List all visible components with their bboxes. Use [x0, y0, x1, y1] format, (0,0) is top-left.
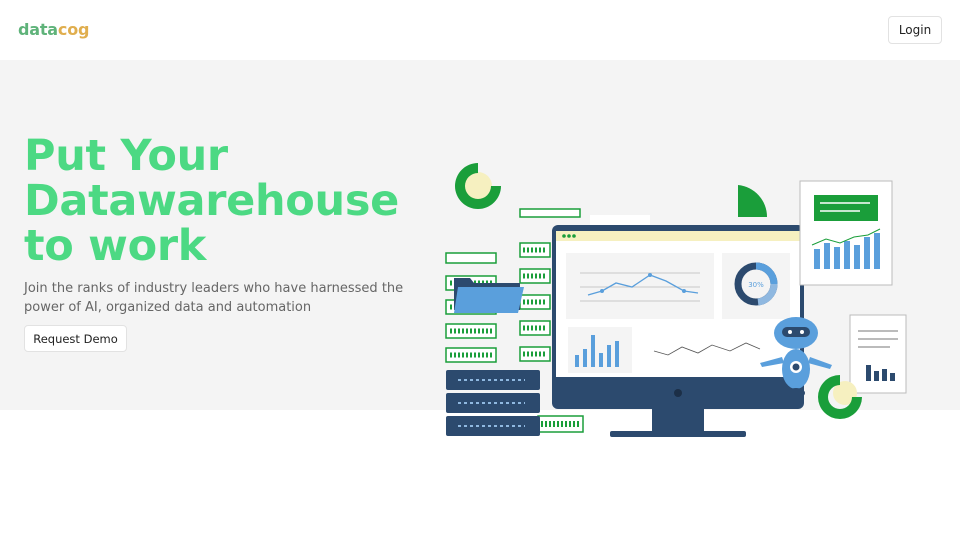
- brand-logo-part1: data: [18, 20, 58, 39]
- report-document-top: [799, 180, 893, 286]
- server-stack: [446, 370, 540, 436]
- green-arc-top-left: [455, 163, 501, 209]
- hero-headline-line-2: Datawarehouse: [24, 176, 400, 226]
- request-demo-button[interactable]: Request Demo: [24, 325, 127, 352]
- monitor-illustration: 30%: [552, 225, 804, 437]
- brand-logo[interactable]: datacog: [18, 20, 89, 39]
- brand-logo-part2: cog: [57, 20, 90, 39]
- hero-headline-line-3: to work: [24, 221, 207, 271]
- green-ring-bottom-right: [818, 375, 862, 419]
- hero-illustration: 30%: [445, 163, 907, 437]
- hero-subtext: Join the ranks of industry leaders who h…: [24, 281, 404, 315]
- top-navbar: datacog Login: [0, 0, 960, 60]
- green-wedge-shape: [738, 185, 768, 217]
- report-document-bottom: [849, 314, 907, 394]
- folder-icon: [454, 278, 524, 313]
- robot-assistant-icon: [760, 317, 832, 398]
- donut-label: 30%: [748, 281, 764, 289]
- hero-headline: Put Your Datawarehouse to work: [24, 134, 444, 269]
- data-rack-middle: [519, 208, 584, 433]
- hero-headline-line-1: Put Your: [24, 131, 228, 181]
- hero-section: Put Your Datawarehouse to work Join the …: [0, 60, 960, 437]
- login-button[interactable]: Login: [888, 16, 942, 44]
